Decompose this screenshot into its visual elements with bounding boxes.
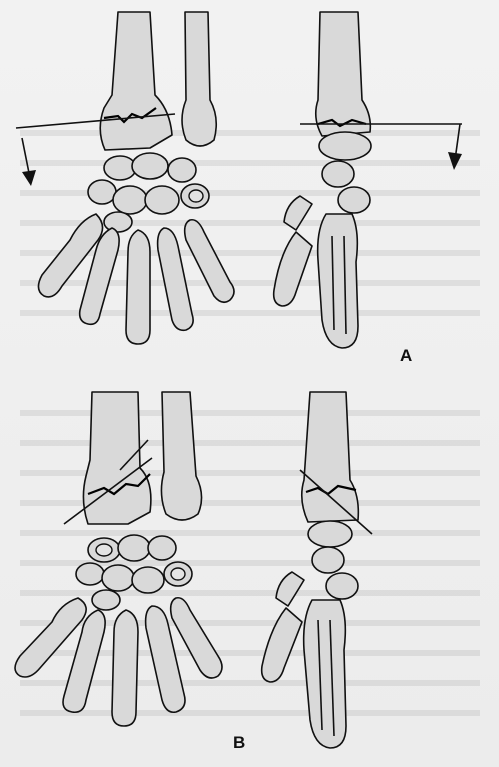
finger-bones-b bbox=[15, 598, 222, 726]
radius-lateral bbox=[316, 12, 371, 136]
panel-label-a: A bbox=[400, 346, 412, 366]
panel-a-ap-view bbox=[16, 12, 234, 344]
panel-label-b: B bbox=[233, 733, 245, 753]
metacarpals-lateral-b bbox=[304, 600, 346, 748]
radius-bone bbox=[100, 12, 172, 150]
panel-a-lateral-view bbox=[274, 12, 462, 348]
finger-bones bbox=[38, 214, 234, 344]
ulna-bone bbox=[182, 12, 216, 146]
metacarpals-lateral bbox=[318, 214, 358, 348]
